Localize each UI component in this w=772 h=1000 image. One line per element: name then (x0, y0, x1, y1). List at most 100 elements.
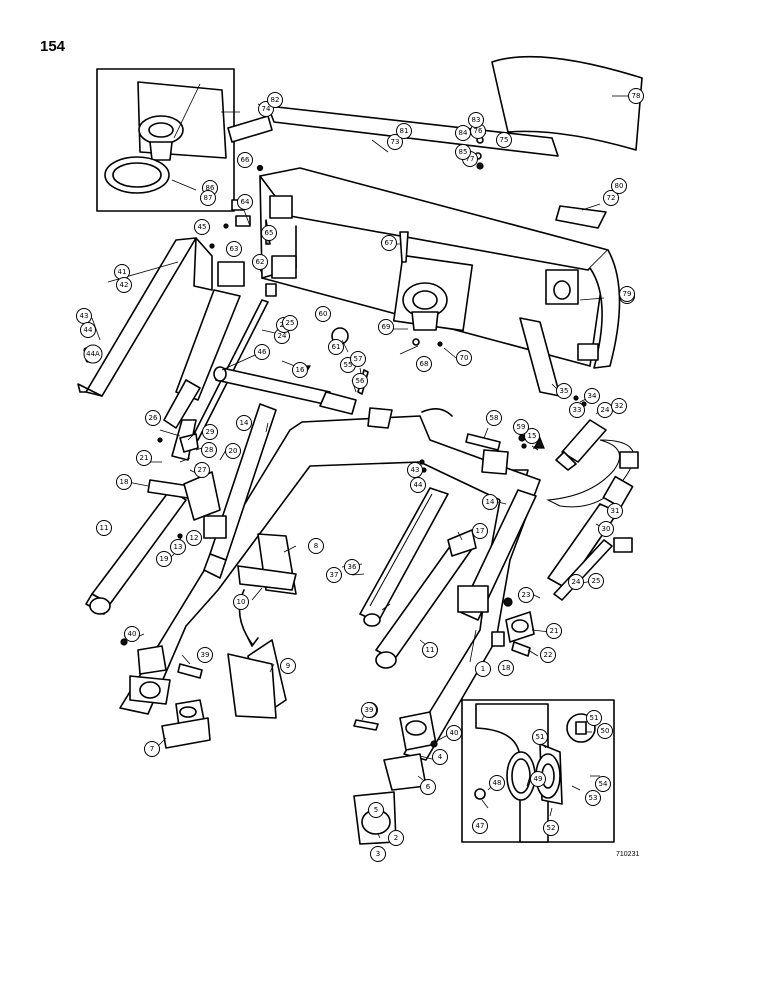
callout-80: 80 (611, 178, 627, 194)
callout-56: 56 (352, 373, 368, 389)
callout-label: 21 (550, 627, 559, 635)
callout-label: 40 (128, 630, 137, 638)
brace-arm-41 (77, 237, 213, 397)
callout-label: 8 (314, 542, 318, 550)
callout-58: 58 (486, 410, 502, 426)
callout-62: 62 (252, 254, 268, 270)
callout-26: 26 (145, 410, 161, 426)
callout-6: 6 (420, 779, 436, 795)
callout-label: 24 (278, 332, 287, 340)
callout-34: 34 (584, 388, 600, 404)
ball-joint-21-right (505, 611, 535, 643)
callout-51: 51 (532, 729, 548, 745)
callout-24: 24 (568, 574, 584, 590)
callout-53: 53 (585, 790, 601, 806)
callout-label: 56 (356, 377, 365, 385)
callout-17: 17 (472, 523, 488, 539)
callout-35: 35 (556, 383, 572, 399)
callout-46: 46 (254, 344, 270, 360)
callout-label: 57 (354, 355, 363, 363)
perforated-rail-14-right (457, 489, 537, 621)
callout-label: 18 (120, 478, 129, 486)
callout-49: 49 (530, 771, 546, 787)
callout-label: 55 (344, 361, 353, 369)
callout-61: 61 (328, 339, 344, 355)
callout-label: 44A (86, 350, 100, 358)
callout-label: 51 (536, 733, 545, 741)
callout-label: 79 (623, 290, 632, 298)
callout-81: 81 (396, 123, 412, 139)
callout-label: 3 (376, 850, 380, 858)
callout-60: 60 (315, 306, 331, 322)
callout-25: 25 (588, 573, 604, 589)
callout-85: 85 (455, 144, 471, 160)
callout-label: 23 (522, 591, 531, 599)
callout-label: 2 (394, 834, 398, 842)
callout-label: 20 (229, 447, 238, 455)
plate-9 (227, 589, 287, 719)
callout-label: 18 (502, 664, 511, 672)
callout-label: 21 (140, 454, 149, 462)
callout-label: 39 (365, 706, 374, 714)
callout-33: 33 (569, 402, 585, 418)
callout-label: 74 (262, 105, 271, 113)
callout-label: 13 (174, 543, 183, 551)
callout-14: 14 (236, 415, 252, 431)
callout-18: 18 (498, 660, 514, 676)
trunnion-bracket-right (353, 711, 437, 845)
callout-label: 27 (198, 466, 207, 474)
callout-21: 21 (546, 623, 562, 639)
callout-54: 54 (595, 776, 611, 792)
callout-label: 11 (100, 524, 109, 532)
callout-label: 43 (411, 466, 420, 474)
callout-label: 39 (201, 651, 210, 659)
callout-label: 11 (426, 646, 435, 654)
pin-16 (213, 366, 357, 415)
callout-label: 60 (319, 310, 328, 318)
callout-label: 9 (286, 662, 290, 670)
callout-82: 82 (267, 92, 283, 108)
callout-label: 73 (391, 138, 400, 146)
callout-65: 65 (261, 225, 277, 241)
callout-79: 79 (619, 286, 635, 302)
callout-48: 48 (489, 775, 505, 791)
callout-label: 51 (590, 714, 599, 722)
callout-label: 58 (490, 414, 499, 422)
callout-label: 24 (601, 406, 610, 414)
callout-label: 68 (420, 360, 429, 368)
callout-label: 65 (265, 229, 274, 237)
callout-label: 19 (160, 555, 169, 563)
callout-23: 23 (518, 587, 534, 603)
callout-label: 37 (330, 571, 339, 579)
callout-label: 7 (150, 745, 154, 753)
callout-label: 22 (544, 651, 553, 659)
callout-label: 29 (206, 428, 215, 436)
support-7 (161, 699, 211, 749)
callout-29: 29 (202, 424, 218, 440)
callout-87: 87 (200, 190, 216, 206)
callout-66: 66 (237, 152, 253, 168)
callout-15: 15 (524, 428, 540, 444)
callout-7: 7 (144, 741, 160, 757)
callout-label: 69 (382, 323, 391, 331)
callout-43: 43 (407, 462, 423, 478)
callout-47: 47 (472, 818, 488, 834)
callout-label: 85 (459, 148, 468, 156)
callout-22: 22 (540, 647, 556, 663)
callout-24: 24 (597, 402, 613, 418)
inset-detail-bearing (96, 68, 235, 212)
callout-label: 26 (149, 414, 158, 422)
callout-label: 64 (241, 198, 250, 206)
callout-37: 37 (326, 567, 342, 583)
callout-label: 76 (474, 127, 483, 135)
callout-32: 32 (611, 398, 627, 414)
callout-18: 18 (116, 474, 132, 490)
hydraulic-cylinder-11-left (85, 471, 227, 615)
callout-10: 10 (233, 594, 249, 610)
callout-label: 14 (486, 498, 495, 506)
callout-20: 20 (225, 443, 241, 459)
callout-50: 50 (597, 723, 613, 739)
callout-40: 40 (124, 626, 140, 642)
callout-75: 75 (496, 132, 512, 148)
